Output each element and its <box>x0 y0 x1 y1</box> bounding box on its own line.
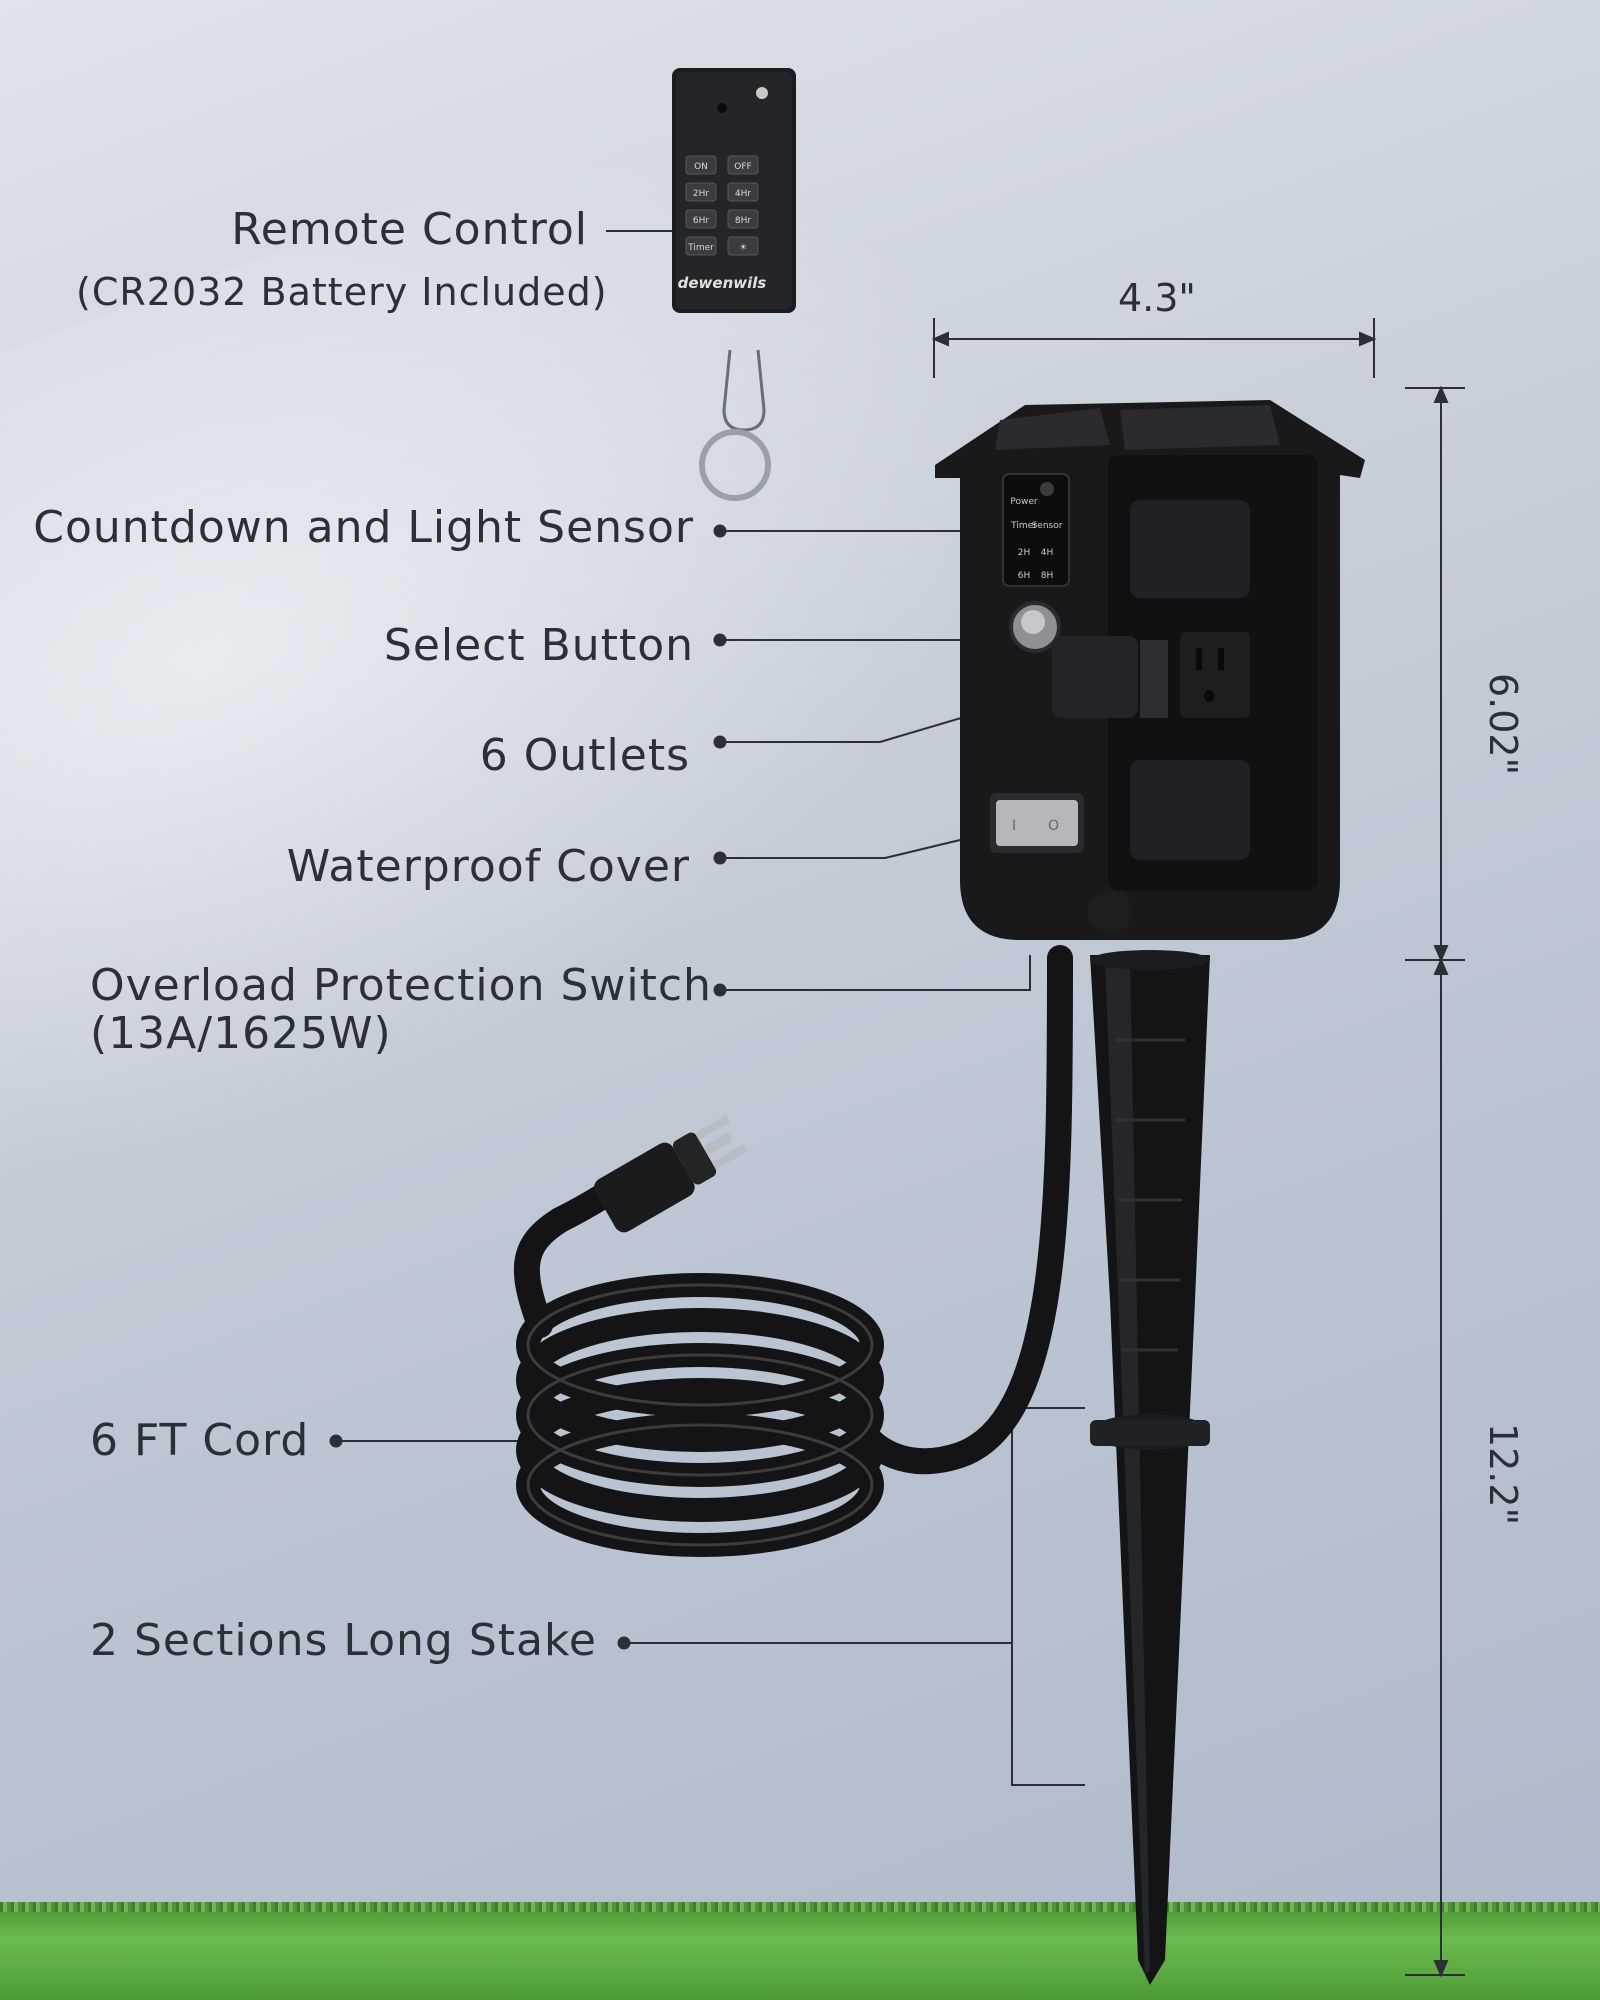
dimension-lines <box>931 318 1465 1978</box>
outlet-cover-open <box>1052 636 1138 718</box>
remote-btn-label: 6Hr <box>693 216 709 226</box>
label-remote-control: Remote Control <box>231 204 588 255</box>
indicator-label: Sensor <box>1032 521 1063 531</box>
cord-ellipse-highlights <box>526 1283 874 1547</box>
indicator-label: 8H <box>1041 571 1054 581</box>
plug <box>594 1114 747 1233</box>
remote-btn-6hr <box>685 209 717 229</box>
label-stake: 2 Sections Long Stake <box>90 1615 597 1666</box>
remote-btn-2hr <box>685 182 717 202</box>
dimension-width: 4.3" <box>1118 276 1196 320</box>
indicator-label: Power <box>1010 497 1038 507</box>
remote-btn-label: 2Hr <box>693 189 709 199</box>
label-select-button: Select Button <box>383 620 694 671</box>
callout-dot <box>329 1434 343 1448</box>
outlet-cover-top <box>1130 500 1250 598</box>
ground-stake <box>1090 950 1210 1985</box>
label-waterproof-cover: Waterproof Cover <box>286 841 690 892</box>
remote-btn-label: Timer <box>687 243 714 253</box>
outlet-box: Power Timer Sensor 2H 4H 6H 8H I O <box>935 400 1365 940</box>
remote-btn-label: 8Hr <box>735 216 751 226</box>
remote-btn-sun <box>727 236 759 256</box>
grass-strip <box>0 1902 1600 2000</box>
dimension-height-stake: 12.2" <box>1481 1422 1526 1526</box>
label-overload-switch: Overload Protection Switch <box>90 960 712 1011</box>
indicator-label: Timer <box>1010 521 1037 531</box>
indicator-label: 6H <box>1018 571 1031 581</box>
label-countdown-sensor: Countdown and Light Sensor <box>33 502 694 553</box>
remote-btn-label: OFF <box>734 162 751 172</box>
label-outlets: 6 Outlets <box>479 730 690 781</box>
remote-btn-4hr <box>727 182 759 202</box>
indicator-label: 2H <box>1018 548 1031 558</box>
callout-dot <box>713 735 727 749</box>
remote-btn-label: ☀ <box>739 243 747 253</box>
remote-btn-on <box>685 155 717 175</box>
leader-stake-bracket <box>1011 1407 1085 1786</box>
remote-btn-off <box>727 155 759 175</box>
callout-dot <box>713 851 727 865</box>
switch-mark-off: O <box>1048 818 1059 834</box>
callout-dot <box>713 633 727 647</box>
label-remote-battery: (CR2032 Battery Included) <box>76 270 608 314</box>
switch-mark-on: I <box>1012 818 1016 834</box>
remote-btn-timer <box>685 236 717 256</box>
outlet-cover-bottom <box>1130 760 1250 860</box>
leader-cover <box>720 839 961 859</box>
indicator-label: 4H <box>1041 548 1054 558</box>
callout-dot <box>713 524 727 538</box>
remote-btn-label: 4Hr <box>735 189 751 199</box>
label-cord: 6 FT Cord <box>90 1415 310 1466</box>
power-cord <box>513 945 1073 1557</box>
remote-btn-label: ON <box>694 162 708 172</box>
remote-control: ON OFF 2Hr 4Hr 6Hr 8Hr Timer ☀ dewenwils <box>672 68 796 501</box>
remote-brand-logo: dewenwils <box>678 274 767 292</box>
remote-btn-8hr <box>727 209 759 229</box>
leader-overload <box>720 955 1031 991</box>
callout-dot <box>713 983 727 997</box>
label-overload-rating: (13A/1625W) <box>90 1008 392 1059</box>
callout-dot <box>617 1636 631 1650</box>
dimension-height-box: 6.02" <box>1481 672 1526 776</box>
